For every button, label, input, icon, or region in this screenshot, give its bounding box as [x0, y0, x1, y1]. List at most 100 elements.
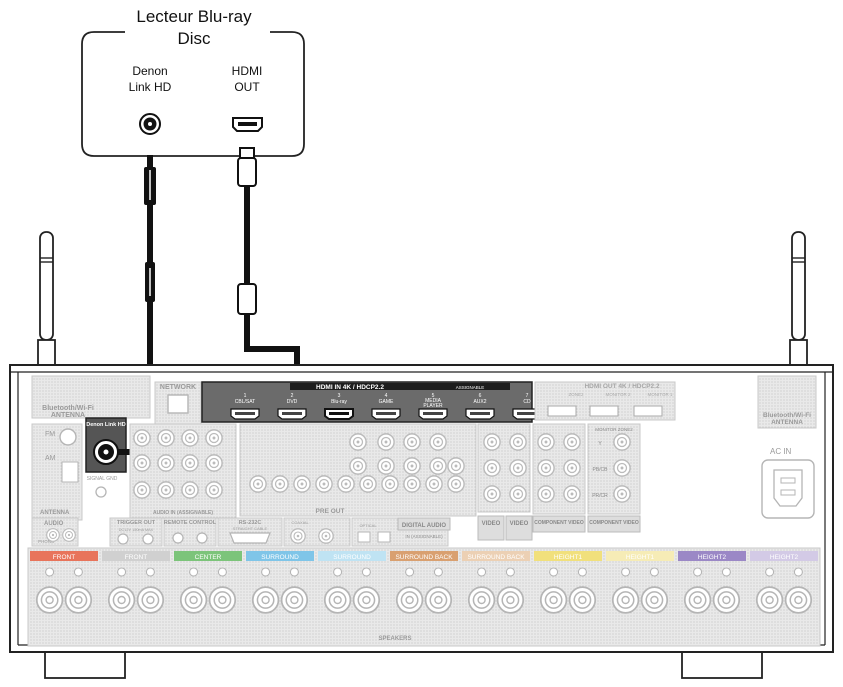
pre-out-jack [349, 433, 367, 451]
video-jack [483, 485, 501, 503]
speaker-group-band [750, 551, 818, 561]
pre-out-jack [403, 457, 421, 475]
antenna-section-label: ANTENNA [40, 510, 70, 516]
audio-in-jack [133, 429, 151, 447]
hdmi-in-name: DVD [287, 399, 298, 405]
antenna-right-label-line2: ANTENNA [771, 419, 803, 426]
pre-out-jack [359, 475, 377, 493]
signal-gnd-terminal [95, 486, 107, 498]
speaker-terminal [352, 586, 381, 614]
hdmi-out-jack [232, 117, 263, 132]
speaker-group-band [318, 551, 386, 561]
speaker-terminal [568, 586, 597, 614]
rs232c-label: RS-232C [239, 520, 262, 526]
pre-out-jack [293, 475, 311, 493]
hdmi-in-number: 7 [526, 393, 529, 399]
hdmi-in-name: CBL/SAT [235, 399, 255, 405]
pre-out-label: PRE OUT [316, 508, 345, 515]
foot-left [44, 649, 126, 679]
pre-out-jack [429, 433, 447, 451]
hdmi-out-port-monitor1 [633, 405, 663, 417]
speaker-terminal [496, 586, 525, 614]
audio-in-jack [133, 454, 151, 472]
monitor-zone2-label: MONITOR ZONE2 [595, 427, 633, 432]
audio-in-jack [157, 454, 175, 472]
device-title-line1: Lecteur Blu-ray [136, 7, 252, 26]
component-jack [563, 433, 581, 451]
optical-label: OPTICAL [359, 523, 377, 528]
speaker-group-band [606, 551, 674, 561]
speaker-group-label: HEIGHT1 [626, 554, 655, 561]
speaker-terminal [280, 586, 309, 614]
speaker-group-label: SURROUND BACK [395, 554, 453, 561]
pre-out-jack [425, 475, 443, 493]
rs232c-port [229, 532, 271, 544]
speaker-terminal [395, 586, 424, 614]
pre-out-jack [447, 475, 465, 493]
optical-jack-2 [377, 531, 391, 543]
remote-control-label: REMOTE CONTROL [164, 520, 217, 526]
hdmi-in-name-line2: PLAYER [423, 403, 443, 409]
denon-link-receiver-label: Denon Link HD [86, 422, 125, 428]
speaker-minus-marker [289, 567, 299, 577]
am-antenna-terminal [61, 461, 79, 483]
hdmi-in-number: 3 [338, 393, 341, 399]
speaker-minus-marker [649, 567, 659, 577]
device-title-line2: Disc [177, 29, 211, 48]
speaker-terminal [611, 586, 640, 614]
speaker-group-label: HEIGHT2 [698, 554, 727, 561]
component-signal-label: PB/CB [592, 467, 608, 473]
speaker-plus-marker [189, 567, 199, 577]
speaker-group-label: SURROUND [333, 554, 371, 561]
pre-out-jack [377, 457, 395, 475]
pre-out-jack [377, 433, 395, 451]
video-jack [483, 459, 501, 477]
hdmi-in-name: MEDIA [425, 398, 442, 404]
phono-jack-right [62, 528, 76, 542]
port-label-hdmi-out-line2: OUT [234, 80, 260, 94]
speaker-plus-marker [477, 567, 487, 577]
speaker-group-label: FRONT [125, 554, 147, 561]
speaker-plus-marker [549, 567, 559, 577]
speaker-minus-marker [721, 567, 731, 577]
speaker-minus-marker [73, 567, 83, 577]
blu-ray-player: Lecteur Blu-ray Disc Denon Link HD HDMI … [81, 7, 305, 157]
component-jack [537, 433, 555, 451]
ac-in-label: AC IN [770, 447, 792, 456]
audio-in-jack [157, 429, 175, 447]
hdmi-in-number: 6 [479, 393, 482, 399]
trigger-spec-label: DC12V 150mA MAX [119, 528, 154, 532]
audio-in-jack [133, 481, 151, 499]
component-jack [613, 459, 631, 477]
hdmi-in-number: 2 [291, 393, 294, 399]
speaker-group-band [174, 551, 242, 561]
speaker-group-label: FRONT [53, 554, 75, 561]
remote-out-jack [196, 532, 208, 544]
port-label-denon-link-line1: Denon [132, 64, 167, 78]
port-label-hdmi-out-line1: HDMI [232, 64, 263, 78]
speaker-plus-marker [621, 567, 631, 577]
speaker-terminal [467, 586, 496, 614]
audio-phono-label: AUDIO [44, 521, 64, 527]
pre-out-jack [403, 433, 421, 451]
hdmi-in-number: 1 [244, 393, 247, 399]
audio-in-jack [181, 429, 199, 447]
fm-antenna-jack [59, 428, 77, 446]
speaker-terminal [107, 586, 136, 614]
speaker-terminal [539, 586, 568, 614]
digital-audio-label: DIGITAL AUDIO [402, 523, 447, 529]
speaker-terminal [640, 586, 669, 614]
digital-audio-in-label: IN (ASSIGNABLE) [405, 534, 443, 539]
speaker-group-band [30, 551, 98, 561]
speaker-terminal [136, 586, 165, 614]
ethernet-port [167, 394, 189, 414]
speaker-minus-marker [217, 567, 227, 577]
speaker-terminal [179, 586, 208, 614]
component-jack [537, 485, 555, 503]
hdmi-out-port-monitor2 [589, 405, 619, 417]
speaker-plus-marker [333, 567, 343, 577]
antenna-fm-label: FM [45, 431, 55, 438]
remote-in-jack [172, 532, 184, 544]
coaxial-jack-1 [290, 528, 306, 544]
